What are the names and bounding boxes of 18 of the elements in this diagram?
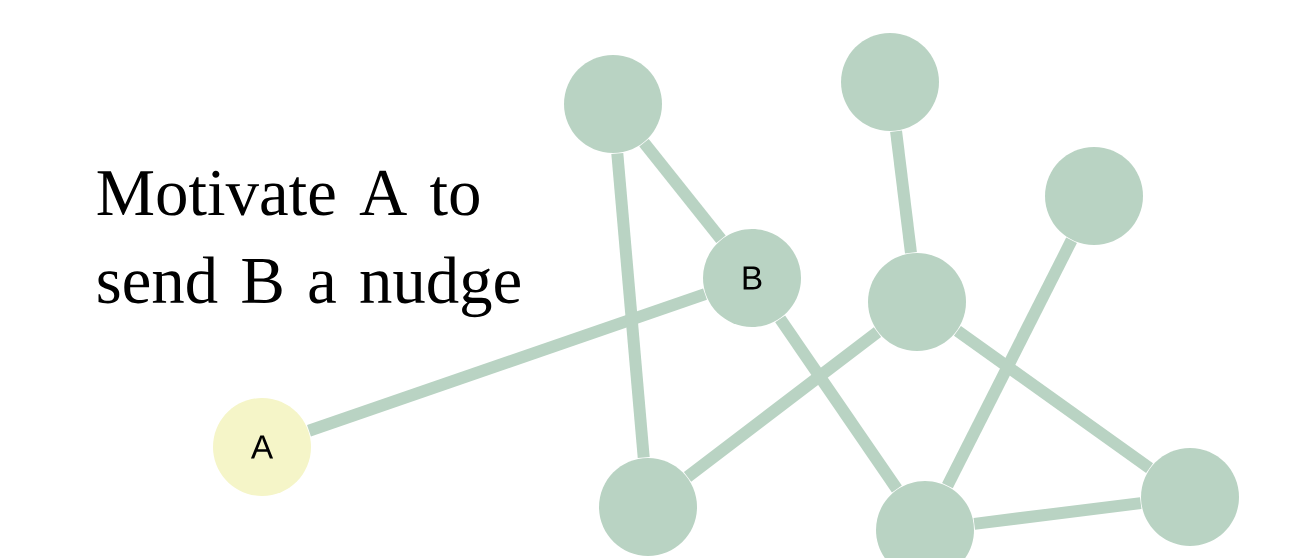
circle-node [564, 55, 662, 153]
circle-node [841, 33, 939, 131]
circle-node: B [703, 229, 801, 327]
connector-line [942, 237, 1077, 489]
circle-node [1141, 448, 1239, 546]
connector-line [611, 152, 650, 458]
circle-node [1045, 147, 1143, 245]
connector-line [775, 315, 902, 493]
connector-line [683, 327, 882, 482]
circle-node [868, 253, 966, 351]
title: Motivate A to send B a nudge [97, 170, 520, 318]
connector-line [639, 139, 726, 243]
circle-node: A [213, 398, 311, 496]
connector-line [307, 288, 707, 437]
connector-line [890, 130, 917, 254]
connector-line [953, 326, 1154, 473]
connector-line [973, 497, 1142, 530]
circle-node [599, 458, 697, 556]
